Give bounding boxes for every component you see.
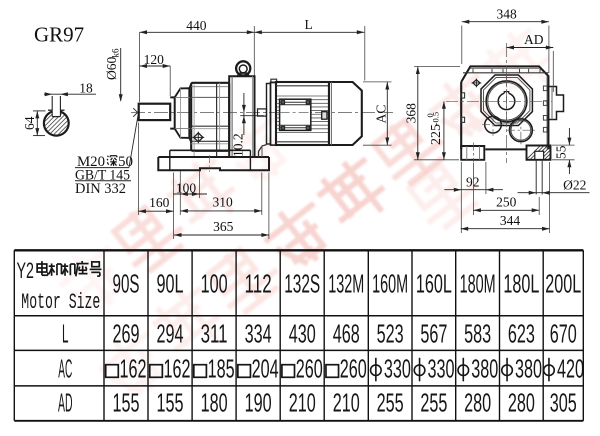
svg-text:DIN 332: DIN 332 — [75, 181, 126, 197]
svg-text:583: 583 — [464, 320, 491, 348]
svg-text:365: 365 — [213, 219, 234, 234]
svg-text:155: 155 — [157, 389, 184, 417]
svg-text:567: 567 — [420, 320, 447, 348]
svg-text:269: 269 — [113, 320, 140, 348]
svg-text:18: 18 — [79, 81, 93, 96]
svg-text:380: 380 — [515, 355, 542, 383]
svg-text:280: 280 — [464, 389, 491, 417]
svg-text:L: L — [304, 17, 312, 32]
svg-text:420: 420 — [557, 355, 584, 383]
svg-text:180M: 180M — [460, 271, 496, 299]
svg-text:AC: AC — [58, 353, 72, 383]
svg-text:190: 190 — [245, 389, 272, 417]
svg-text:90L: 90L — [157, 271, 184, 299]
svg-text:Motor Size: Motor Size — [21, 290, 100, 315]
svg-text:310: 310 — [212, 195, 233, 210]
svg-text:280: 280 — [508, 389, 535, 417]
svg-text:330: 330 — [384, 355, 411, 383]
svg-text:670: 670 — [550, 320, 577, 348]
svg-text:225: 225 — [429, 124, 444, 145]
svg-text:Y2: Y2 — [17, 258, 35, 283]
svg-text:311: 311 — [201, 320, 228, 348]
svg-text:132M: 132M — [328, 271, 364, 299]
svg-text:92: 92 — [466, 174, 480, 189]
svg-text:55: 55 — [554, 145, 569, 159]
svg-text:260: 260 — [296, 355, 323, 383]
svg-text:112: 112 — [245, 271, 272, 299]
svg-text:64: 64 — [22, 116, 37, 130]
svg-text:10.2: 10.2 — [231, 133, 246, 157]
svg-text:210: 210 — [333, 389, 360, 417]
svg-text:204: 204 — [252, 355, 279, 383]
svg-text:100: 100 — [176, 180, 197, 195]
svg-text:160: 160 — [149, 195, 170, 210]
svg-text:AD: AD — [58, 388, 73, 418]
svg-text:180: 180 — [201, 389, 228, 417]
svg-text:GB/T 145: GB/T 145 — [75, 167, 130, 183]
svg-text:255: 255 — [420, 389, 447, 417]
svg-text:468: 468 — [333, 320, 360, 348]
svg-text:100: 100 — [201, 271, 228, 299]
svg-text:160M: 160M — [372, 271, 408, 299]
svg-text:AC: AC — [374, 105, 389, 124]
svg-text:523: 523 — [377, 320, 404, 348]
svg-text:160L: 160L — [416, 271, 452, 299]
svg-text:368: 368 — [404, 103, 419, 124]
svg-text:334: 334 — [245, 320, 272, 348]
svg-text:M20: M20 — [77, 154, 105, 170]
svg-text:330: 330 — [428, 355, 455, 383]
svg-text:120: 120 — [144, 52, 165, 67]
svg-text:k6: k6 — [111, 48, 121, 58]
svg-text:180L: 180L — [503, 271, 539, 299]
svg-text:-0.5: -0.5 — [430, 112, 440, 125]
svg-text:AD: AD — [524, 32, 544, 47]
svg-text:132S: 132S — [284, 271, 320, 299]
svg-text:430: 430 — [289, 320, 316, 348]
svg-text:185: 185 — [208, 355, 235, 383]
svg-text:0: 0 — [425, 113, 435, 117]
svg-text:L: L — [62, 319, 69, 349]
svg-text:294: 294 — [157, 320, 184, 348]
svg-text:440: 440 — [186, 18, 207, 33]
svg-text:380: 380 — [471, 355, 498, 383]
svg-text:162: 162 — [164, 355, 191, 383]
svg-text:210: 210 — [289, 389, 316, 417]
svg-text:250: 250 — [496, 195, 517, 210]
svg-text:260: 260 — [340, 355, 367, 383]
svg-text:90S: 90S — [113, 271, 140, 299]
svg-text:348: 348 — [496, 7, 517, 22]
svg-text:GR97: GR97 — [34, 23, 84, 47]
svg-text:Ø22: Ø22 — [563, 177, 586, 192]
svg-text:305: 305 — [550, 389, 577, 417]
svg-text:Ø60: Ø60 — [104, 57, 119, 80]
svg-text:162: 162 — [120, 355, 147, 383]
svg-text:155: 155 — [113, 389, 140, 417]
svg-text:200L: 200L — [545, 271, 581, 299]
svg-text:255: 255 — [377, 389, 404, 417]
svg-text:623: 623 — [508, 320, 535, 348]
svg-text:344: 344 — [500, 213, 521, 228]
